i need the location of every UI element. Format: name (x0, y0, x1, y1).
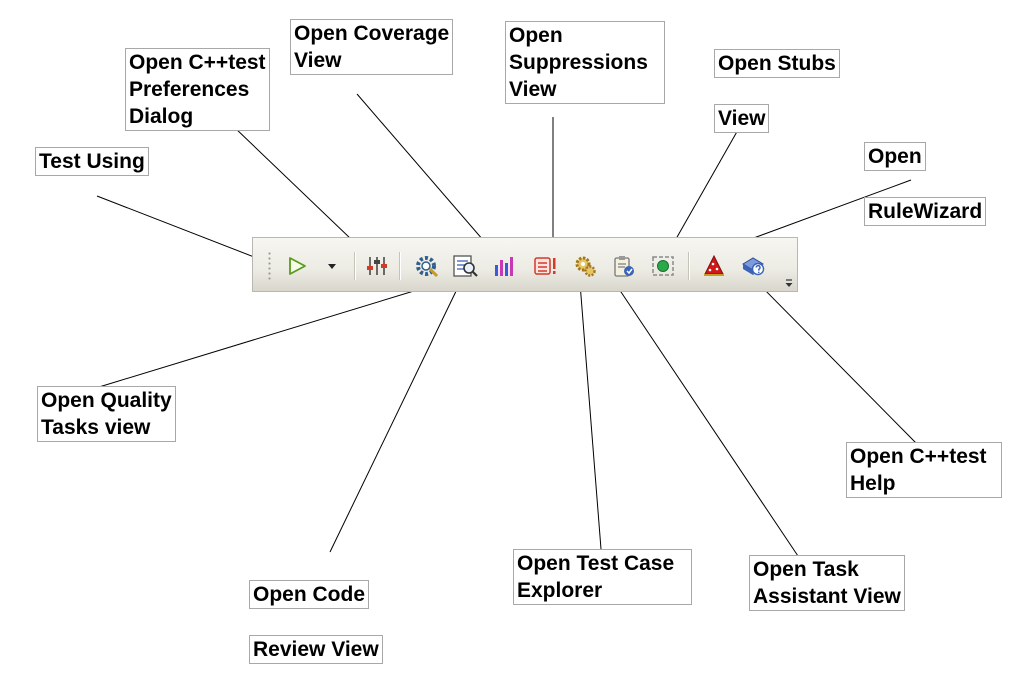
callout-coverage: Open Coverage View (290, 19, 454, 75)
toolbar-separator (399, 252, 401, 280)
leader-help (756, 281, 918, 445)
code-review-icon[interactable] (452, 253, 478, 279)
callout-rulewizard: Open RuleWizard (864, 115, 987, 253)
callout-test-using: Test Using (35, 147, 149, 176)
callout-rulewizard-line2: RuleWizard (864, 197, 987, 226)
callout-code-review-line1: Open Code (249, 580, 370, 609)
callout-code-review: Open Code Review View (249, 553, 383, 691)
callout-help: Open C++test Help (846, 442, 1002, 498)
test-case-explorer-icon[interactable] (573, 253, 599, 279)
stubs-icon[interactable] (650, 253, 676, 279)
cpptest-toolbar (252, 237, 798, 292)
toolbar-separator (354, 252, 356, 280)
suppressions-icon[interactable] (533, 253, 559, 279)
toolbar-separator (688, 252, 690, 280)
callout-preferences: Open C++test Preferences Dialog (125, 48, 270, 131)
callout-quality-tasks: Open Quality Tasks view (37, 386, 176, 442)
leader-quality-tasks (98, 286, 428, 388)
dropdown-arrow-icon[interactable] (324, 253, 340, 279)
callout-stubs-line2: View (714, 104, 770, 133)
rulewizard-icon[interactable] (701, 253, 727, 279)
callout-leader-lines (96, 93, 918, 557)
leader-coverage (356, 93, 497, 256)
preferences-sliders-icon[interactable] (364, 253, 390, 279)
coverage-chart-icon[interactable] (492, 253, 518, 279)
run-test-icon[interactable] (284, 253, 310, 279)
callout-test-case-explorer: Open Test Case Explorer (513, 549, 692, 605)
toolbar-overflow-icon[interactable] (784, 276, 794, 288)
callout-suppressions: Open Suppressions View (505, 21, 665, 104)
task-assistant-icon[interactable] (611, 253, 637, 279)
callout-task-assistant: Open Task Assistant View (749, 555, 905, 611)
callout-stubs-line1: Open Stubs (714, 49, 840, 78)
callout-rulewizard-line1: Open (864, 142, 926, 171)
leader-test-case-explorer (579, 282, 602, 550)
leader-code-review (329, 282, 461, 553)
leader-task-assistant (618, 288, 799, 557)
quality-tasks-gear-icon[interactable] (414, 253, 440, 279)
toolbar-grip[interactable] (268, 251, 271, 281)
help-icon[interactable] (740, 253, 766, 279)
callout-stubs: Open Stubs View (714, 22, 840, 160)
